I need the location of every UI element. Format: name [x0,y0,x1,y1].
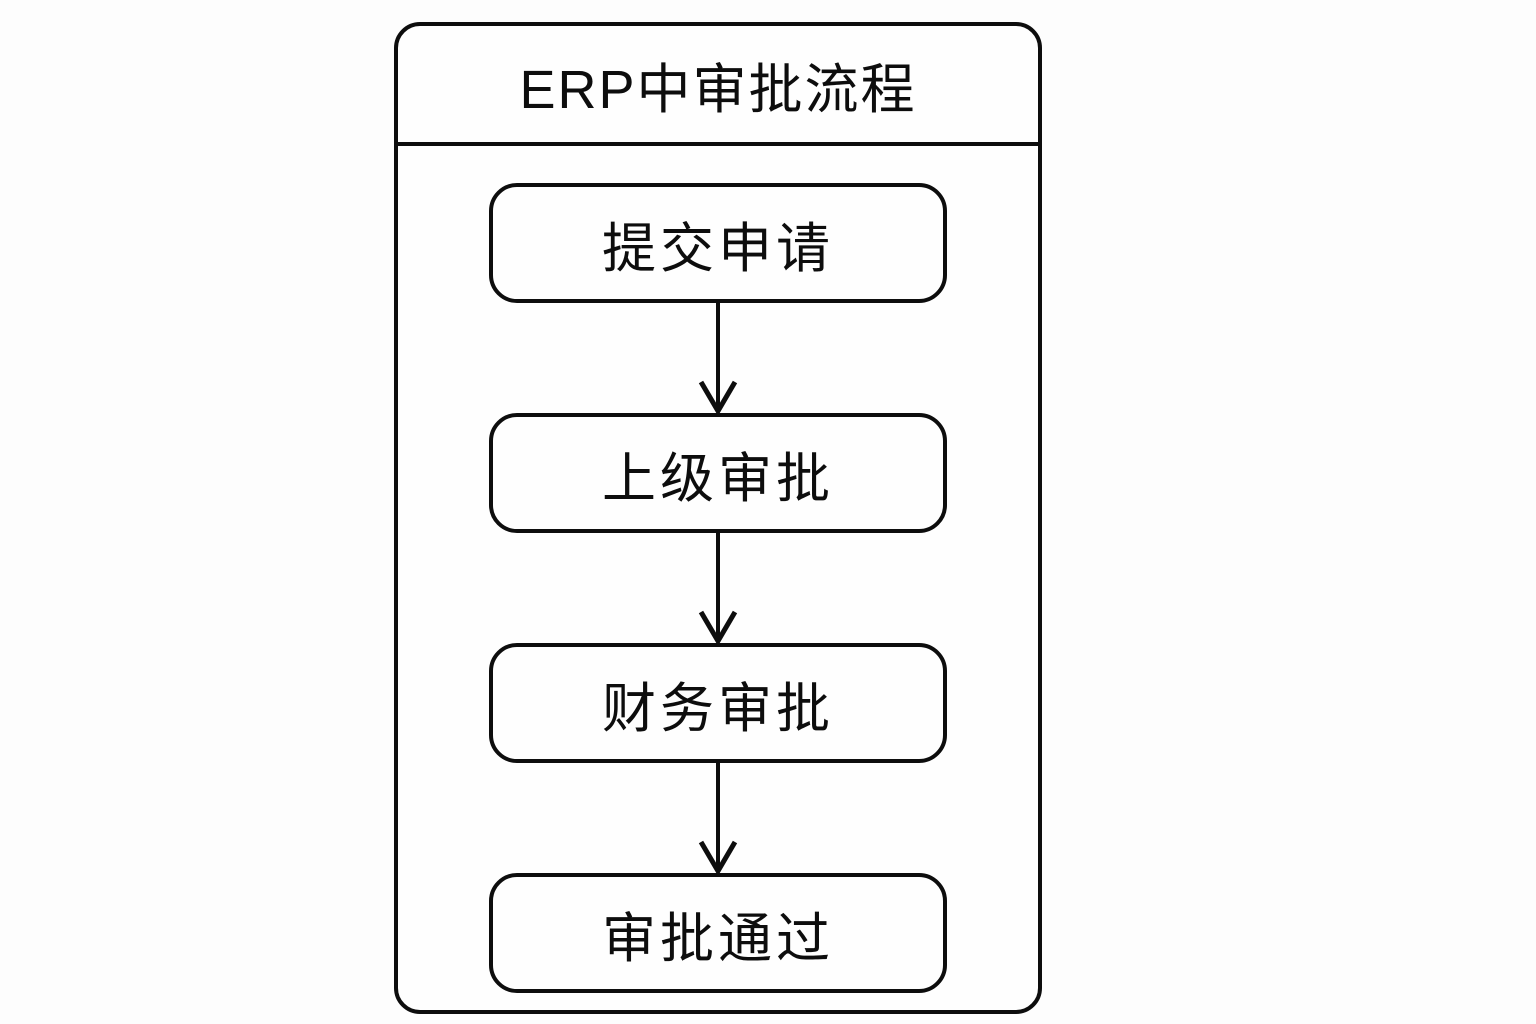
diagram-title: ERP中审批流程 [398,26,1038,146]
arrow-down-icon [696,763,740,873]
step-box-approval-passed: 审批通过 [489,873,947,993]
step-box-submit-application: 提交申请 [489,183,947,303]
step-box-superior-approval: 上级审批 [489,413,947,533]
arrow-down-icon [696,533,740,643]
step-box-finance-approval: 财务审批 [489,643,947,763]
flow-column: 提交申请 上级审批 财务审批 [398,146,1038,1010]
arrow-down-icon [696,303,740,413]
flowchart-panel: ERP中审批流程 提交申请 上级审批 财务审批 [394,22,1042,1014]
